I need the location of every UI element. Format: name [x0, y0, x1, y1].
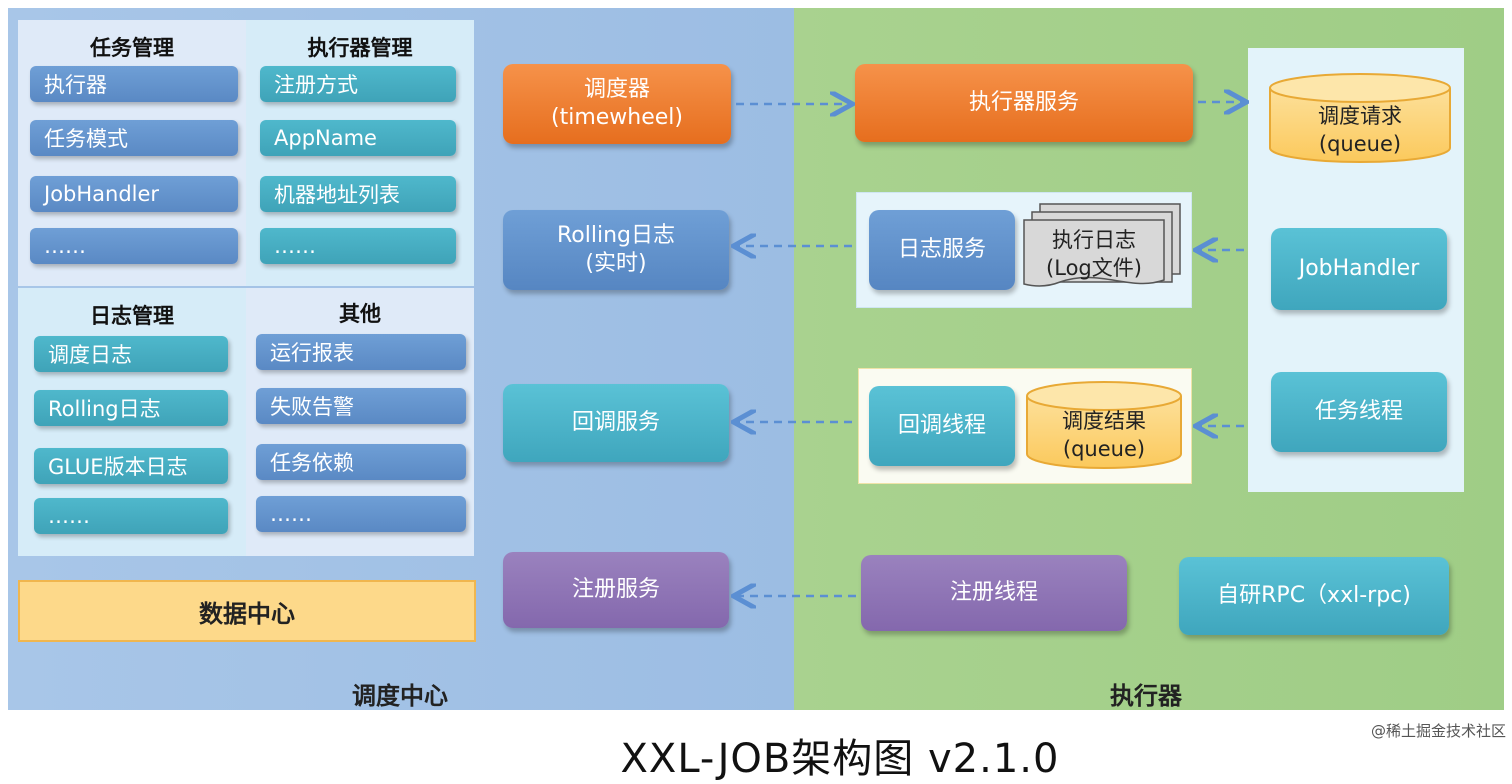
scheduler-line2: (timewheel): [551, 105, 683, 130]
executor-service-node: 执行器服务: [855, 64, 1193, 142]
task-thread-node: 任务线程: [1271, 372, 1447, 452]
request-queue-cylinder: [1269, 73, 1451, 163]
task-mgmt-item-mode: 任务模式: [30, 120, 238, 156]
log-mgmt-title: 日志管理: [90, 304, 174, 328]
request-queue-line2: (queue): [1318, 132, 1402, 156]
rolling-line1: Rolling日志: [556, 223, 675, 248]
log-mgmt-item-rolling-log: Rolling日志: [34, 390, 228, 426]
flow-arrows: [736, 102, 1244, 596]
exec-log-label: 执行日志 (Log文件): [1024, 226, 1164, 282]
result-queue-line2: (queue): [1062, 437, 1146, 461]
executor-mgmt-item-register: 注册方式: [260, 66, 456, 102]
executor-mgmt-item-more: ……: [260, 228, 456, 264]
callback-service-node: 回调服务: [503, 384, 729, 462]
other-title: 其他: [339, 302, 381, 326]
log-mgmt-item-schedule-log: 调度日志: [34, 336, 228, 372]
other-item-alarm: 失败告警: [256, 388, 466, 424]
log-mgmt-item-more: ……: [34, 498, 228, 534]
register-service-node: 注册服务: [503, 552, 729, 628]
other-item-dependency: 任务依赖: [256, 444, 466, 480]
rolling-line2: (实时): [585, 251, 647, 276]
other-item-report: 运行报表: [256, 334, 466, 370]
log-file-document-icon: [1023, 203, 1181, 287]
jobhandler-node: JobHandler: [1271, 228, 1447, 310]
rpc-node: 自研RPC（xxl-rpc): [1179, 557, 1449, 635]
other-item-more: ……: [256, 496, 466, 532]
result-queue-line1: 调度结果: [1062, 409, 1146, 433]
callback-thread-node: 回调线程: [869, 386, 1015, 466]
result-queue-cylinder: [1026, 381, 1182, 469]
log-mgmt-item-glue-log: GLUE版本日志: [34, 448, 228, 484]
diagram-shapes: [0, 73, 1451, 762]
scheduler-line1: 调度器: [583, 77, 650, 102]
task-mgmt-item-jobhandler: JobHandler: [30, 176, 238, 212]
exec-log-line1: 执行日志: [1052, 228, 1136, 252]
register-thread-node: 注册线程: [861, 555, 1127, 631]
rolling-log-node: Rolling日志 (实时): [503, 210, 729, 290]
executor-title: 执行器: [1110, 682, 1182, 710]
log-service-node: 日志服务: [869, 210, 1015, 290]
exec-log-line2: (Log文件): [1046, 256, 1142, 280]
executor-mgmt-item-address: 机器地址列表: [260, 176, 456, 212]
request-queue-line1: 调度请求: [1318, 104, 1402, 128]
executor-mgmt-item-appname: AppName: [260, 120, 456, 156]
executor-mgmt-title: 执行器管理: [307, 36, 413, 60]
task-mgmt-item-more: ……: [30, 228, 238, 264]
result-queue-label: 调度结果 (queue): [1027, 406, 1181, 464]
request-queue-label: 调度请求 (queue): [1270, 100, 1450, 160]
scheduler-timewheel-node: 调度器 (timewheel): [503, 64, 731, 144]
diagram-main-title: XXL-JOB架构图 v2.1.0: [620, 736, 1060, 782]
task-mgmt-title: 任务管理: [90, 36, 174, 60]
scheduler-center-title: 调度中心: [352, 682, 448, 710]
watermark: @稀土掘金技术社区: [1370, 722, 1506, 740]
task-mgmt-item-executor: 执行器: [30, 66, 238, 102]
data-center: 数据中心: [18, 580, 476, 642]
